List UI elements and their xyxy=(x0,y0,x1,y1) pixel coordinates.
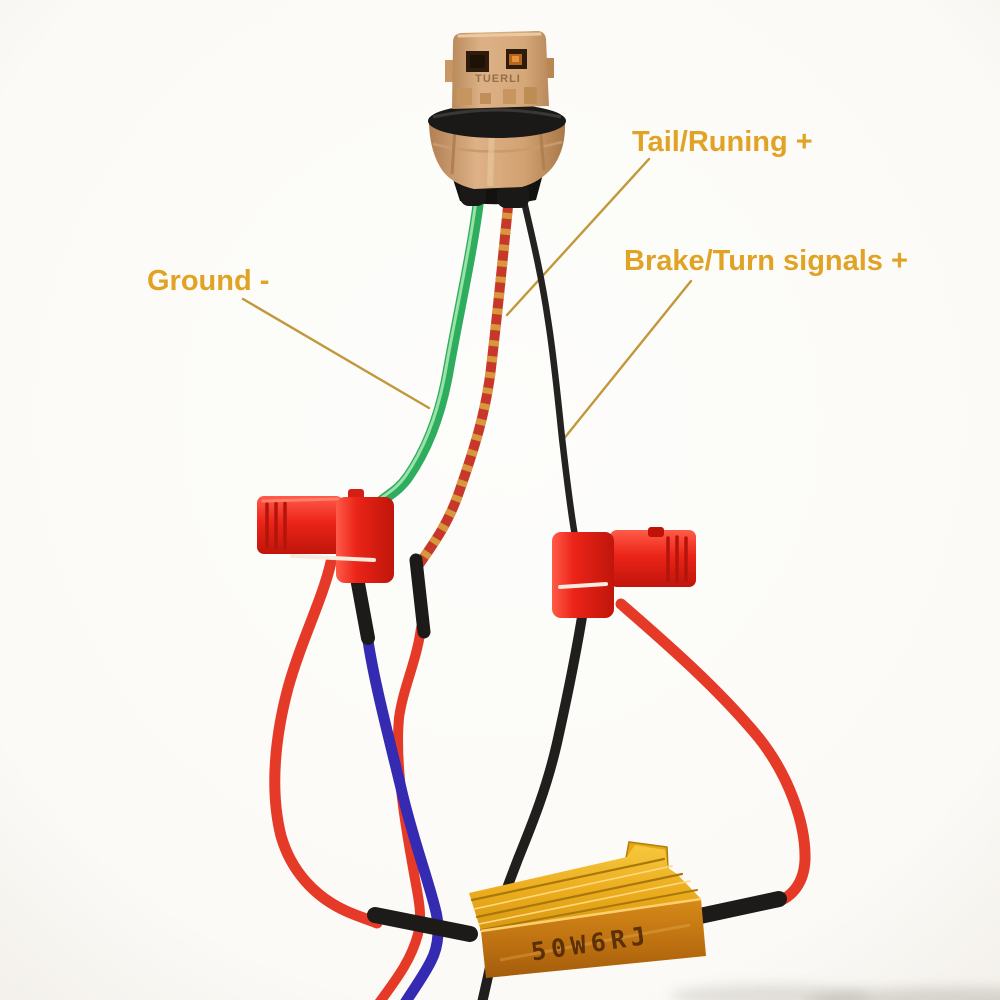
resistor-edge-highlight xyxy=(480,897,702,933)
load-resistor: 50W6RJ xyxy=(469,841,706,978)
plug-terminal-hole-left-inner xyxy=(470,55,485,68)
heatshrink-red-splice xyxy=(409,553,431,639)
right-t-tap-connector xyxy=(552,527,696,618)
ground-leader-line xyxy=(241,297,431,410)
resistor-face-streak xyxy=(499,923,691,962)
left-t-tap-connector xyxy=(257,489,394,583)
tail-label: Tail/Runing + xyxy=(632,126,813,158)
green-ground-wire xyxy=(373,191,485,509)
ground-label: Ground - xyxy=(147,265,269,297)
heatshrink-blue-splice xyxy=(350,571,375,645)
striped-tail-wire xyxy=(413,192,514,571)
black-brake-wire xyxy=(519,193,579,540)
left-t-tap-body xyxy=(336,497,394,583)
brake-leader-line xyxy=(560,279,693,443)
socket-seam xyxy=(432,140,563,153)
plug-flange-left xyxy=(445,60,454,82)
gasket-highlight xyxy=(432,108,562,119)
bulb-socket: TUERLI xyxy=(428,31,566,208)
resistor-fin-face xyxy=(469,845,701,931)
right-t-tap-body xyxy=(552,532,614,618)
plug-flange-right xyxy=(546,58,554,78)
leader-lines xyxy=(241,157,693,443)
blue-bottom-wire xyxy=(361,628,444,1000)
right-red-loop-wire xyxy=(615,598,811,908)
plug-bottom-tabs xyxy=(457,87,537,105)
heatshrink-left-lead xyxy=(367,907,478,942)
plug-terminal-glow-core xyxy=(512,56,519,62)
left-t-tap-highlight xyxy=(261,497,340,503)
tail-leader-line xyxy=(505,157,651,317)
red-bottom-wire xyxy=(374,623,426,1000)
socket-marking: TUERLI xyxy=(475,73,521,85)
right-t-tap-flap xyxy=(610,530,696,587)
brake-label: Brake/Turn signals + xyxy=(624,245,908,277)
floor-shadows xyxy=(670,985,1000,1000)
left-red-loop-wire xyxy=(269,556,383,929)
right-t-tap-notch xyxy=(648,527,664,537)
resistor-front-face xyxy=(481,899,706,978)
socket-strain-relief-right xyxy=(497,182,529,208)
left-t-tap-blade-slot xyxy=(290,554,376,562)
socket-lobe-left xyxy=(450,127,457,175)
left-t-tap-flap xyxy=(257,496,343,554)
annotation-labels: Tail/Runing + Brake/Turn signals + Groun… xyxy=(147,126,908,297)
plug-rim-highlight xyxy=(457,32,542,38)
socket-lower-body xyxy=(429,122,566,189)
right-t-tap-blade-slot xyxy=(558,582,608,589)
left-t-tap-ridges xyxy=(265,501,287,550)
resistor-fins xyxy=(470,857,698,931)
right-t-tap-ridges xyxy=(666,535,688,583)
